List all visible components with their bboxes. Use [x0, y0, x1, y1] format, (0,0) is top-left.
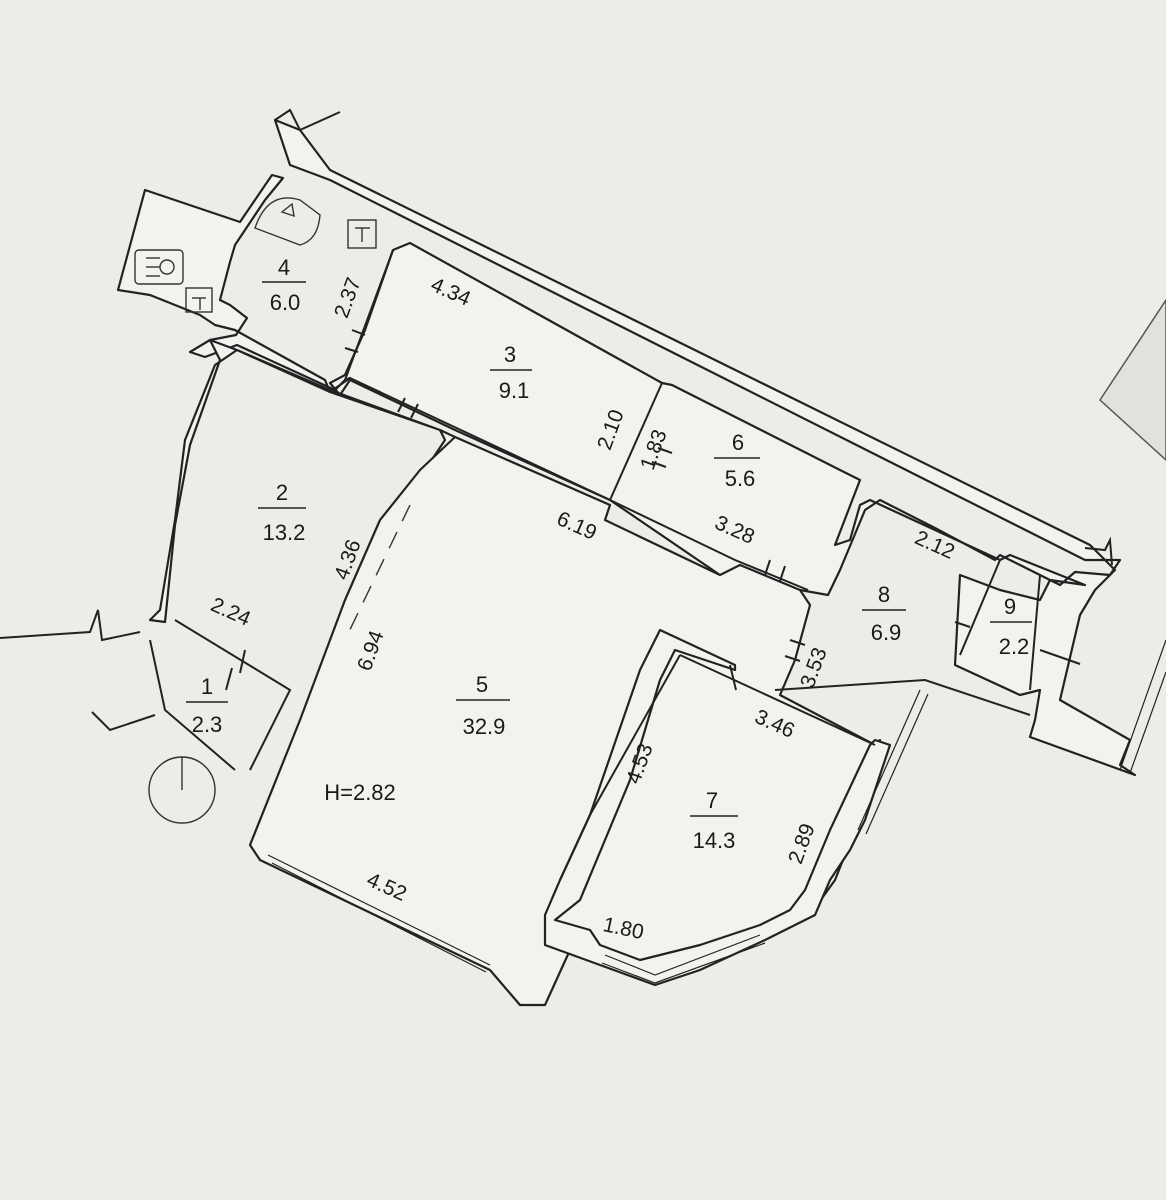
break-mark-bottom-left [91, 711, 156, 732]
room-7-number: 7 [706, 788, 718, 813]
door-tick [657, 447, 673, 454]
room-1-label: 1 2.3 [186, 674, 228, 737]
room-9-number: 9 [1004, 594, 1016, 619]
walls [116, 118, 1137, 1007]
room-4-label: 4 6.0 [262, 255, 306, 315]
window-room-7 [604, 934, 761, 976]
door-tick [410, 403, 419, 419]
wall-top-band [273, 118, 1137, 777]
break-mark-right [1084, 536, 1113, 566]
window-room-7-side-b [865, 693, 929, 835]
room-3-number: 3 [504, 342, 516, 367]
partition-2-1 [174, 619, 292, 771]
break-marks [0, 108, 1113, 732]
partition-3-4 [344, 249, 394, 381]
wall-bathroom-block [116, 173, 352, 394]
partition-1-left [149, 639, 236, 771]
room-3-label: 3 9.1 [490, 342, 532, 403]
room-7-label: 7 14.3 [690, 788, 738, 853]
room-1-area: 2.3 [192, 712, 223, 737]
partitions [149, 249, 1041, 881]
partition-9-right [1029, 574, 1041, 691]
wall-room-2 [148, 338, 457, 624]
room-5-label: 5 32.9 [456, 672, 510, 739]
toilet-icon [185, 287, 213, 313]
window-room-7-b [601, 942, 766, 984]
partition-room-7-top [679, 654, 876, 746]
door-tick [954, 621, 971, 628]
partition-8-bottom [774, 678, 1031, 716]
room-6-area: 5.6 [725, 466, 756, 491]
door-tick [784, 655, 801, 662]
room-4-number: 4 [278, 255, 290, 280]
room-3-area: 9.1 [499, 378, 530, 403]
break-mark-top [274, 108, 341, 132]
room-5-number: 5 [476, 672, 488, 697]
bathtub-icon [134, 249, 184, 285]
window-corner-right-b [1129, 671, 1166, 774]
door-tick [397, 397, 406, 413]
window-room-7-side [857, 689, 921, 831]
room-labels: 4 6.0 3 9.1 6 5.6 2 13.2 8 6.9 9 2.2 [186, 255, 1032, 853]
paper-shadow [1099, 298, 1166, 462]
room-4-area: 6.0 [270, 290, 301, 315]
partition-3-5 [349, 377, 611, 501]
room-2-area: 13.2 [263, 520, 306, 545]
partition-6-5 [609, 499, 809, 591]
door-tick [351, 329, 366, 336]
windows [267, 639, 1166, 984]
window-corner-right [1119, 639, 1166, 771]
wall-room-7 [543, 628, 892, 987]
door-tick [1039, 649, 1081, 665]
dashed-opening [344, 504, 411, 641]
partition-room-7-left [559, 654, 681, 881]
door-ticks [225, 329, 1081, 691]
shower-icon [254, 197, 321, 246]
ceiling-height-label: H=2.82 [324, 780, 396, 805]
partition-8-9 [959, 559, 1001, 656]
door-tick [225, 667, 233, 691]
door-tick [779, 565, 786, 582]
door-tick [651, 461, 667, 468]
door-tick [764, 559, 771, 576]
door-tick [789, 639, 806, 646]
window-room-5-b [271, 862, 487, 973]
room-2-number: 2 [276, 480, 288, 505]
door-tick [344, 347, 359, 353]
sink-icon [347, 219, 377, 249]
room-9-label: 9 2.2 [990, 594, 1032, 659]
room-1-number: 1 [201, 674, 213, 699]
room-8-number: 8 [878, 582, 890, 607]
door-tick [729, 664, 737, 691]
partition-3-6 [609, 382, 663, 501]
door-tick [239, 649, 246, 674]
room-5-area: 32.9 [463, 714, 506, 739]
room-7-area: 14.3 [693, 828, 736, 853]
room-8-area: 6.9 [871, 620, 902, 645]
room-6-label: 6 5.6 [714, 430, 760, 491]
room-8-label: 8 6.9 [862, 582, 906, 645]
room-2-label: 2 13.2 [258, 480, 306, 545]
room-9-area: 2.2 [999, 634, 1030, 659]
riser-circle-icon [148, 756, 216, 824]
room-6-number: 6 [732, 430, 744, 455]
sanitary-fixtures [134, 197, 377, 824]
break-mark-left [0, 609, 141, 642]
window-room-5 [267, 854, 491, 966]
